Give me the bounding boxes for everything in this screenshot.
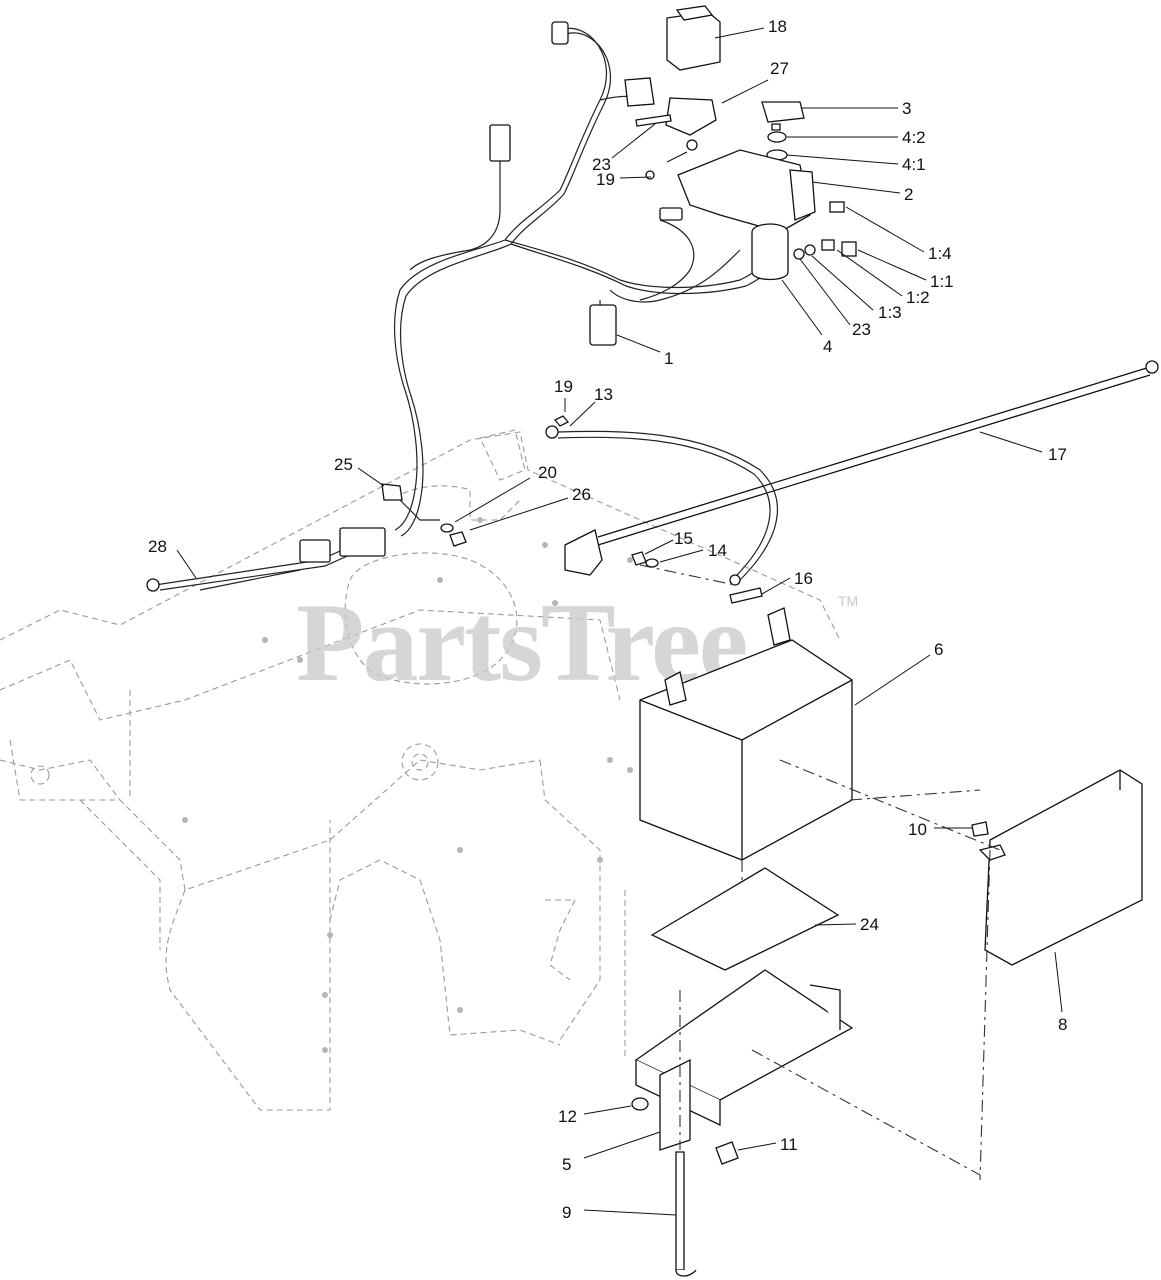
callout-4[interactable]: 4 <box>823 337 832 356</box>
callout-15[interactable]: 15 <box>674 529 693 548</box>
callout-1-4[interactable]: 1:4 <box>928 244 952 263</box>
callout-10[interactable]: 10 <box>908 820 927 839</box>
callout-18[interactable]: 18 <box>768 17 787 36</box>
watermark-trademark: TM <box>838 593 858 609</box>
hardware-11-12 <box>631 1097 739 1165</box>
callout-25[interactable]: 25 <box>334 455 353 474</box>
connector-plug <box>489 124 511 162</box>
callout-23a[interactable]: 23 <box>592 155 611 174</box>
leader-lines <box>176 27 1063 1216</box>
callout-2[interactable]: 2 <box>904 185 913 204</box>
part-2-switch-housing <box>677 149 816 233</box>
connector-mid <box>659 207 683 221</box>
callout-23b[interactable]: 23 <box>852 320 871 339</box>
part-4-washers <box>766 131 788 161</box>
callout-4-1[interactable]: 4:1 <box>902 155 926 174</box>
part-1-harness-plug <box>589 304 617 346</box>
callout-13[interactable]: 13 <box>594 385 613 404</box>
part-24-pad <box>650 867 840 971</box>
part-6-battery <box>639 607 853 920</box>
callout-11[interactable]: 11 <box>780 1135 798 1154</box>
part-3-key <box>761 101 805 131</box>
part-18-module <box>666 5 721 71</box>
chassis-frame <box>0 429 841 1111</box>
callout-16[interactable]: 16 <box>794 569 813 588</box>
callout-6[interactable]: 6 <box>934 640 943 659</box>
hardware-10 <box>971 821 989 837</box>
part-8-cover <box>978 769 1143 966</box>
hardware-14-15-16 <box>631 551 763 604</box>
cable-13 <box>545 425 778 586</box>
callout-1[interactable]: 1 <box>664 349 673 368</box>
hardware-20-26 <box>440 523 467 547</box>
rod-9 <box>675 1151 697 1277</box>
part-5-tray <box>634 969 854 1151</box>
callout-14[interactable]: 14 <box>708 541 727 560</box>
cable-17 <box>564 360 1159 576</box>
wire-harness <box>393 27 777 537</box>
bolt-23a <box>635 114 672 127</box>
part-1-terminals <box>793 201 857 260</box>
callout-1-2[interactable]: 1:2 <box>906 288 930 307</box>
cable-28 <box>146 527 386 592</box>
callout-3[interactable]: 3 <box>902 99 911 118</box>
callout-17[interactable]: 17 <box>1048 445 1067 464</box>
callout-8[interactable]: 8 <box>1058 1015 1067 1034</box>
nut-19b <box>553 415 570 427</box>
part-27-relay <box>624 77 717 136</box>
callout-26[interactable]: 26 <box>572 485 591 504</box>
part-4-ignition-switch <box>751 223 789 281</box>
callout-1-1[interactable]: 1:1 <box>930 272 954 291</box>
connector-25 <box>381 483 440 521</box>
callout-labels: 18 27 3 4:2 4:1 23 19 2 1:4 1:1 1:2 1:3 … <box>148 17 1067 1222</box>
callout-19a[interactable]: 19 <box>596 170 615 189</box>
connector-top <box>551 21 569 45</box>
callout-20[interactable]: 20 <box>538 463 557 482</box>
callout-27[interactable]: 27 <box>770 59 789 78</box>
callout-9[interactable]: 9 <box>562 1203 571 1222</box>
callout-24[interactable]: 24 <box>860 915 879 934</box>
assembly-lines <box>639 564 1001 1181</box>
callout-1-3[interactable]: 1:3 <box>878 303 902 322</box>
callout-12[interactable]: 12 <box>558 1107 577 1126</box>
callout-28[interactable]: 28 <box>148 537 167 556</box>
callout-4-2[interactable]: 4:2 <box>902 128 926 147</box>
callout-5[interactable]: 5 <box>562 1155 571 1174</box>
callout-19b[interactable]: 19 <box>554 377 573 396</box>
